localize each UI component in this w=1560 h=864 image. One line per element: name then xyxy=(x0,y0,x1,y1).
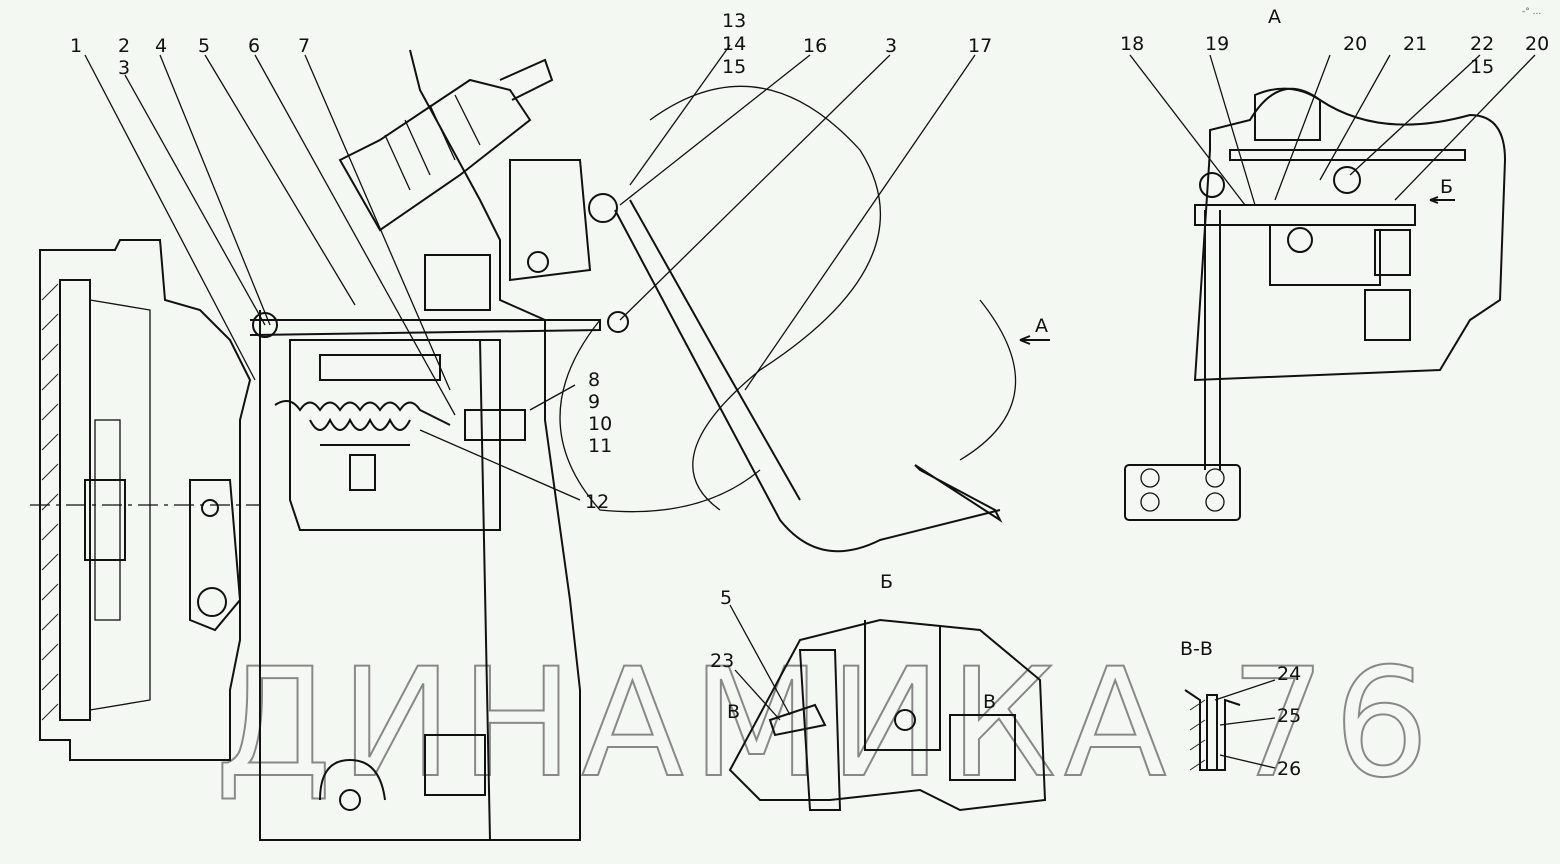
callout: 11 xyxy=(588,435,612,457)
callout: 13 xyxy=(722,10,746,32)
watermark: ДИНАМИКА 76 xyxy=(215,637,1437,811)
callout: 3 xyxy=(118,57,130,79)
callout: 24 xyxy=(1277,663,1301,685)
section-mark: В xyxy=(983,691,996,713)
view-a-arrow-label: А xyxy=(1035,315,1048,337)
callout: 5 xyxy=(198,35,210,57)
callout: 20 xyxy=(1525,33,1549,55)
callout: 25 xyxy=(1277,705,1301,727)
callout: 9 xyxy=(588,391,600,413)
callout: 6 xyxy=(248,35,260,57)
section-vv: В-В 24 25 26 xyxy=(1180,638,1301,780)
callout: 5 xyxy=(720,587,732,609)
view-b-arrow-label: Б xyxy=(1440,176,1453,198)
callout: 12 xyxy=(585,491,609,513)
view-b-arrow-icon xyxy=(1429,196,1455,204)
callout: 18 xyxy=(1120,33,1144,55)
callout: 21 xyxy=(1403,33,1427,55)
section-mark: В xyxy=(727,701,740,723)
clutch-pedal xyxy=(559,85,1017,553)
callout: 17 xyxy=(968,35,992,57)
view-b: Б 5 23 В В xyxy=(710,571,1047,812)
callout: 1 xyxy=(70,35,82,57)
view-a-title: А xyxy=(1268,6,1281,28)
callout: 7 xyxy=(298,35,310,57)
callout: 22 xyxy=(1470,33,1494,55)
leader-lines xyxy=(84,44,976,501)
callout: 2 xyxy=(118,35,130,57)
callout: 3 xyxy=(885,35,897,57)
master-cylinder xyxy=(338,58,554,232)
view-a-arrow-icon xyxy=(1019,335,1050,345)
callout: 15 xyxy=(722,56,746,78)
callout: 26 xyxy=(1277,758,1301,780)
clutch-housing xyxy=(30,239,260,761)
callout: 15 xyxy=(1470,56,1494,78)
view-a: А 18 19 20 21 22 15 20 Б xyxy=(1120,6,1549,521)
corner-mark: -° ... xyxy=(1522,7,1541,17)
callout: 10 xyxy=(588,413,612,435)
callout: 23 xyxy=(710,650,734,672)
callout: 20 xyxy=(1343,33,1367,55)
callout: 16 xyxy=(803,35,827,57)
callout: 14 xyxy=(722,33,746,55)
callout: 4 xyxy=(155,35,167,57)
callout-labels: 1 2 3 4 5 6 7 13 14 15 16 3 17 8 9 10 11… xyxy=(70,10,1050,513)
callout: 8 xyxy=(588,369,600,391)
callout: 19 xyxy=(1205,33,1229,55)
view-b-title: Б xyxy=(880,571,893,593)
section-vv-title: В-В xyxy=(1180,638,1213,660)
